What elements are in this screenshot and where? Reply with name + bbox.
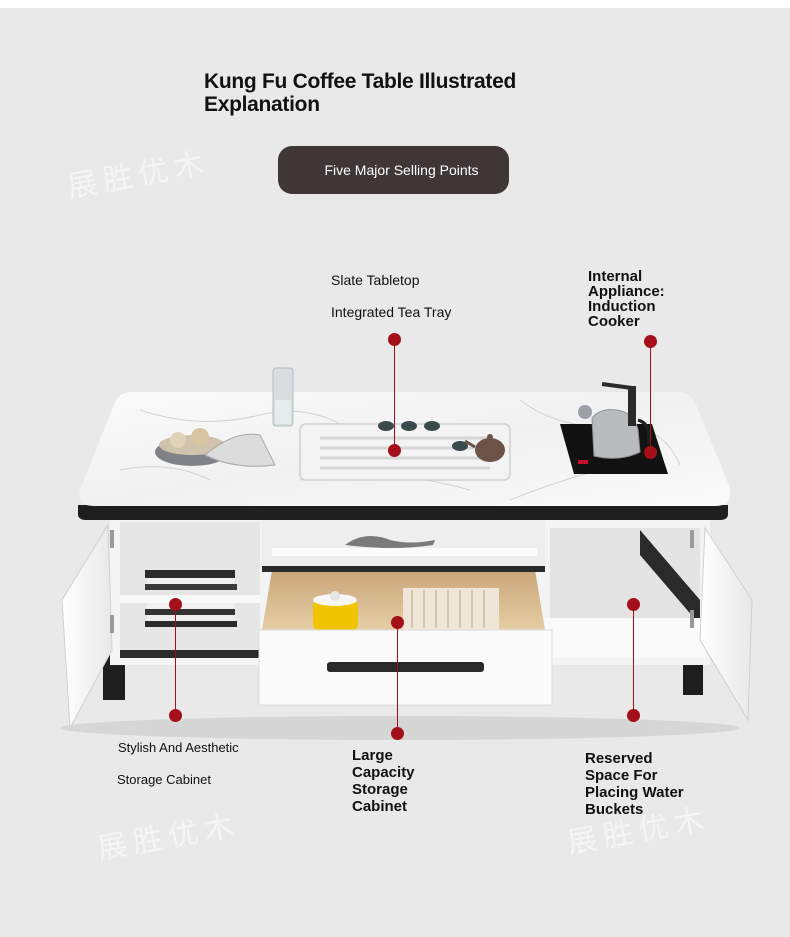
book-5 [145,609,235,615]
right-bottom-panel [545,618,705,658]
drawer-handle [327,662,484,672]
hinge-left-top [110,530,114,548]
faucet [628,386,636,426]
label-drawer-line-2: Capacity [352,764,415,781]
marker-bucket-space-bottom [627,709,640,722]
marker-tea-tray-top [388,333,401,346]
kettle-lid [578,405,592,419]
marker-bucket-space [627,598,640,611]
label-cooker-line-2: Appliance: [588,283,665,300]
hinge-right-bottom [690,610,694,628]
marker-cooker-top [644,335,657,348]
tea-cup-2 [401,421,417,431]
left-cabinet-shelf [120,595,260,603]
page-title: Kung Fu Coffee Table Illustrated Explana… [204,70,564,116]
label-storage-drawer: Large Capacity Storage Cabinet [352,747,415,815]
folded-cloth [345,536,435,548]
marker-drawer-bottom [391,727,404,740]
glass-water [275,400,291,424]
marker-cooker [644,446,657,459]
teapot-spout [464,439,476,449]
line-cooker [649,341,651,453]
right-cabinet-door [699,526,753,722]
biscuit-1 [170,432,186,448]
selling-points-label: Five Major Selling Points [324,162,479,178]
selling-points-badge: Five Major Selling Points [278,146,509,194]
tabletop-edge [78,505,728,520]
label-cabinet-line-2: Storage Cabinet [117,772,211,787]
middle-shelf-board [272,548,537,556]
hinge-left-bottom [110,615,114,633]
biscuit-2 [191,428,209,446]
line-cabinet [174,604,176,716]
book-3 [145,584,237,590]
hinge-right-top [690,530,694,548]
napkin [204,433,276,467]
label-bucket-line-2: Space For [585,767,658,784]
line-bucket-space [632,604,634,716]
label-cooker-line-4: Cooker [588,313,640,330]
storage-box-stripes [411,590,485,628]
cooker-indicator [578,460,588,464]
label-induction-cooker: Internal Appliance: Induction Cooker [588,269,665,329]
drawer-rail [262,566,545,572]
leg-left [103,655,125,700]
faucet-spout [601,382,633,390]
label-drawer-line-4: Cabinet [352,798,408,815]
label-drawer-line-1: Large [352,747,393,764]
label-cooker-line-3: Induction [588,298,656,315]
line-drawer [396,622,398,734]
marker-cabinet [169,598,182,611]
teapot [475,438,505,462]
label-bucket-space: Reserved Space For Placing Water Buckets [585,750,684,818]
title-line-1: Kung Fu Coffee Table Illustrated [204,70,517,93]
label-cabinet-line-1: Stylish And Aesthetic [118,740,239,755]
marker-drawer [391,616,404,629]
tea-cup-1 [378,421,394,431]
tea-cup-4 [452,441,468,451]
lower-frame-left [120,650,270,658]
title-line-2: Explanation [204,93,320,116]
book-4 [147,603,235,609]
line-tea-tray [393,339,395,451]
label-bucket-line-4: Buckets [585,801,644,818]
teapot-lid-knob [487,434,493,440]
tea-cup-3 [424,421,440,431]
label-cooker-line-1: Internal [588,268,643,285]
canister [313,600,358,630]
label-tea-tray: Integrated Tea Tray [331,304,452,320]
label-slate-tabletop: Slate Tabletop [331,272,420,288]
left-cabinet-door [61,523,113,730]
kettle-handle [637,418,651,445]
book-1 [145,570,235,578]
marker-cabinet-bottom [169,709,182,722]
label-bucket-line-1: Reserved [585,750,653,767]
label-bucket-line-3: Placing Water [585,784,684,801]
book-7 [145,621,237,627]
label-drawer-line-3: Storage [352,781,408,798]
top-border [0,0,790,8]
book-2 [147,578,235,584]
canister-knob [330,591,340,601]
right-frame-diagonal [640,530,700,625]
marker-tea-tray [388,444,401,457]
book-6 [147,615,235,621]
